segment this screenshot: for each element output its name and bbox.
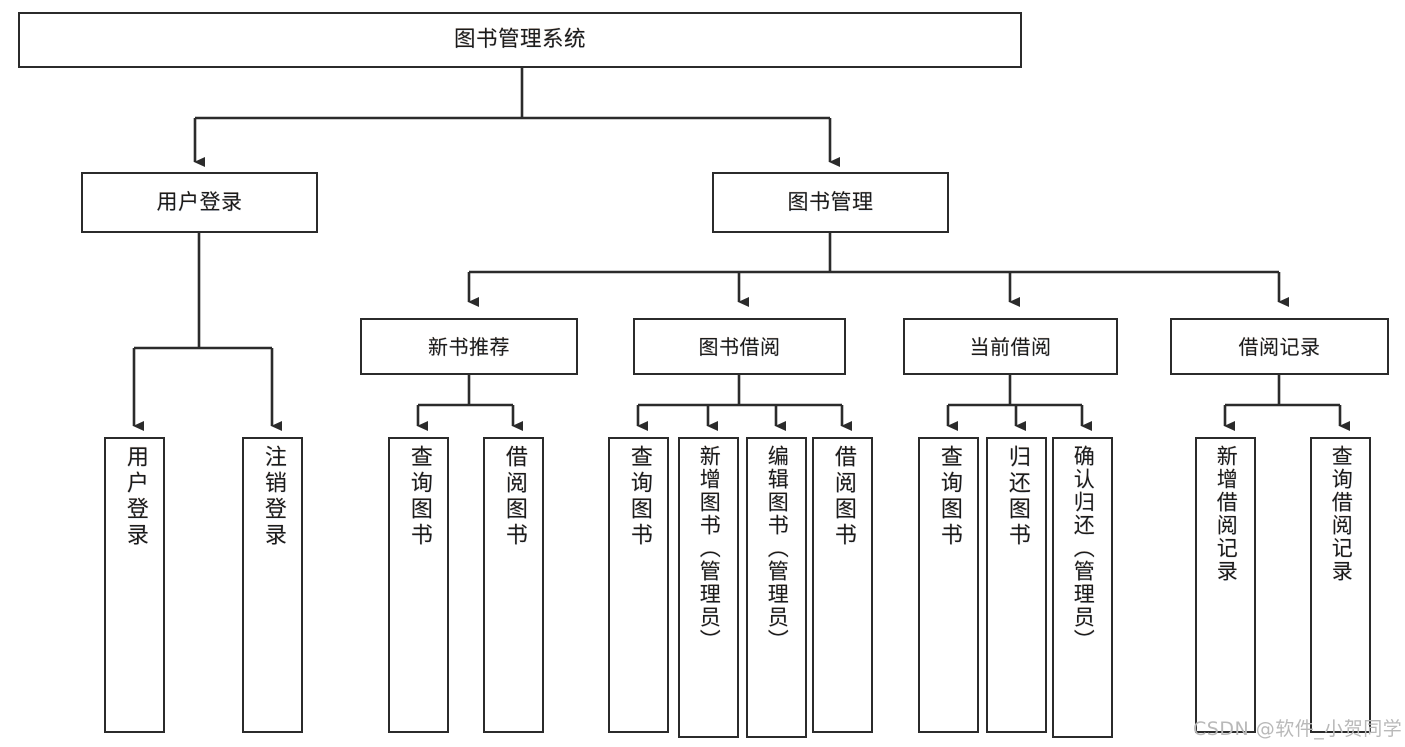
node-label: 归还图书 bbox=[1004, 445, 1030, 549]
node-label: 图书借阅 bbox=[698, 334, 781, 359]
node-leaf-borrow-book[interactable]: 借阅图书 bbox=[812, 437, 873, 733]
node-label: 注销登录 bbox=[260, 445, 286, 549]
node-label: 用户登录 bbox=[122, 445, 148, 549]
node-leaf-query-book-current[interactable]: 查询图书 bbox=[918, 437, 979, 733]
node-leaf-add-book-admin[interactable]: 新增图书（管理员） bbox=[678, 437, 739, 738]
node-book-borrow[interactable]: 图书借阅 bbox=[633, 318, 846, 375]
node-label: 查询图书 bbox=[626, 445, 652, 549]
node-leaf-query-book-rec[interactable]: 查询图书 bbox=[388, 437, 449, 733]
node-leaf-edit-book-admin[interactable]: 编辑图书（管理员） bbox=[746, 437, 807, 738]
node-label: 新增图书（管理员） bbox=[697, 445, 722, 652]
node-user-login[interactable]: 用户登录 bbox=[81, 172, 318, 233]
node-label: 借阅记录 bbox=[1238, 334, 1321, 359]
node-leaf-user-login[interactable]: 用户登录 bbox=[104, 437, 165, 733]
node-label: 查询图书 bbox=[406, 445, 432, 549]
node-leaf-logout[interactable]: 注销登录 bbox=[242, 437, 303, 733]
node-leaf-add-borrow-record[interactable]: 新增借阅记录 bbox=[1195, 437, 1256, 733]
node-label: 用户登录 bbox=[156, 189, 243, 214]
node-label: 查询借阅记录 bbox=[1329, 445, 1354, 583]
node-label: 图书管理系统 bbox=[453, 27, 586, 53]
node-label: 借阅图书 bbox=[830, 445, 856, 549]
node-label: 新增借阅记录 bbox=[1214, 445, 1239, 583]
node-label: 查询图书 bbox=[936, 445, 962, 549]
node-label: 当前借阅 bbox=[969, 334, 1052, 359]
node-root-system[interactable]: 图书管理系统 bbox=[18, 12, 1022, 68]
node-label: 新书推荐 bbox=[428, 334, 510, 359]
node-leaf-confirm-return-admin[interactable]: 确认归还（管理员） bbox=[1052, 437, 1113, 738]
node-leaf-query-book-borrow[interactable]: 查询图书 bbox=[608, 437, 669, 733]
node-book-management[interactable]: 图书管理 bbox=[712, 172, 949, 233]
node-leaf-query-borrow-record[interactable]: 查询借阅记录 bbox=[1310, 437, 1371, 733]
node-new-book-recommend[interactable]: 新书推荐 bbox=[360, 318, 578, 375]
node-borrow-record[interactable]: 借阅记录 bbox=[1170, 318, 1389, 375]
node-label: 借阅图书 bbox=[501, 445, 527, 549]
watermark: CSDN @软件_小贺同学 bbox=[1193, 718, 1403, 740]
node-leaf-return-book[interactable]: 归还图书 bbox=[986, 437, 1047, 733]
node-label: 确认归还（管理员） bbox=[1071, 445, 1096, 652]
node-current-borrow[interactable]: 当前借阅 bbox=[903, 318, 1118, 375]
node-label: 图书管理 bbox=[787, 189, 874, 214]
node-label: 编辑图书（管理员） bbox=[765, 445, 790, 652]
node-leaf-borrow-book-rec[interactable]: 借阅图书 bbox=[483, 437, 544, 733]
